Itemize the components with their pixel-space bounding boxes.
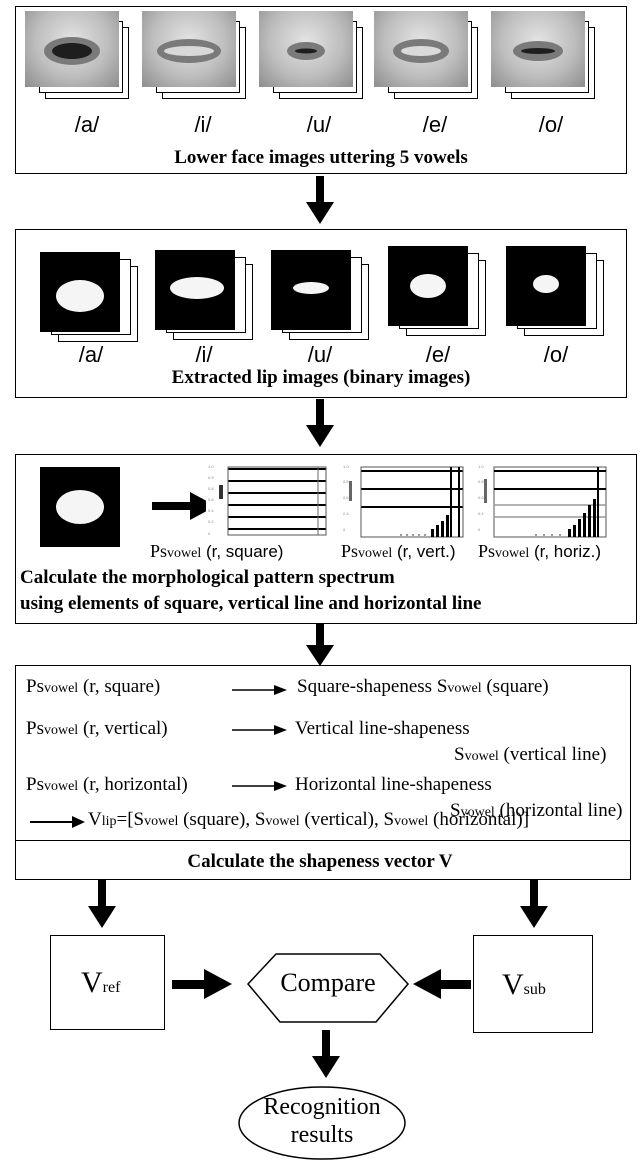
shapeness-row-vertical-value: Svowel (vertical line) (454, 744, 607, 765)
down-arrow-icon (306, 623, 334, 666)
panel3-caption-line2: using elements of square, vertical line … (20, 593, 482, 614)
panel2-caption: Extracted lip images (binary images) (171, 367, 471, 388)
vowel-label-a: /a/ (74, 112, 100, 137)
shapeness-row-square-left: Psvowel (r, square) (26, 676, 161, 697)
vref-label: Vref (81, 966, 121, 999)
vowel-label-u: /u/ (306, 112, 332, 137)
svg-text:0.4: 0.4 (208, 508, 214, 513)
vowel-label-o: /o/ (538, 112, 564, 137)
svg-text:0.4: 0.4 (478, 511, 484, 516)
shapeness-row-vertical-right: Vertical line-shapeness (295, 718, 470, 739)
binary-vowel-label-o: /o/ (543, 342, 569, 367)
svg-text:0.6: 0.6 (343, 495, 349, 500)
shapeness-row-vertical-left: Psvowel (r, vertical) (26, 718, 168, 739)
vowel-label-i: /i/ (194, 112, 212, 137)
svg-text:0.6: 0.6 (208, 497, 214, 502)
binary-image-stack-a (40, 252, 150, 346)
binary-lip-sample (40, 467, 120, 547)
binary-image-stack-u (271, 250, 381, 344)
left-arrow-icon (413, 969, 471, 999)
svg-text:0.4: 0.4 (343, 511, 349, 516)
svg-text:0.6: 0.6 (478, 495, 484, 500)
down-arrow-icon (312, 1030, 340, 1078)
vsub-box: Vsub (473, 935, 593, 1033)
right-arrow-icon (232, 685, 287, 695)
svg-text:0: 0 (478, 527, 481, 532)
svg-text:0.9: 0.9 (208, 475, 214, 480)
face-image-stack-i (142, 11, 252, 105)
spectrum-label-square: Psvowel (r, square) (150, 541, 284, 561)
spectrum-chart-horizontal: 1.0 0.8 0.6 0.4 0 (476, 459, 611, 547)
vowel-label-e: /e/ (422, 112, 448, 137)
shapeness-vector-formula: Vlip=[Svowel (square), Svowel (vertical)… (88, 809, 530, 830)
binary-images-panel: /a/ /i/ /u/ /e/ /o/ Extracted lip images… (15, 229, 627, 398)
face-photo-u (259, 11, 353, 87)
svg-text:1.0: 1.0 (478, 464, 484, 469)
svg-text:0: 0 (343, 527, 346, 532)
face-images-panel: /a/ /i/ /u/ /e/ /o/ Lower face images ut… (15, 6, 627, 174)
pattern-spectrum-panel: 1.0 0.9 0.8 0.6 0.4 0.2 0 1.0 0.8 0.6 0.4 0 (15, 454, 637, 624)
vsub-label: Vsub (502, 968, 546, 1001)
down-arrow-icon (306, 399, 334, 447)
spectrum-label-vertical: Psvowel (r, vert.) (341, 541, 456, 561)
shapeness-row-horizontal-value: Svowel (horizontal line) (450, 800, 623, 821)
binary-lip-e (388, 246, 468, 326)
down-arrow-icon (520, 880, 548, 928)
spectrum-chart-vertical: 1.0 0.8 0.6 0.4 0 (341, 459, 471, 547)
results-label-line1: Recognition (263, 1094, 381, 1120)
face-photo-e (374, 11, 468, 87)
svg-text:0.8: 0.8 (208, 486, 214, 491)
right-arrow-icon (30, 816, 85, 828)
svg-text:1.0: 1.0 (208, 464, 214, 469)
svg-text:0.2: 0.2 (208, 519, 214, 524)
face-photo-a (25, 11, 119, 87)
down-arrow-icon (306, 176, 334, 224)
results-label-line2: results (290, 1122, 354, 1148)
binary-lip-o (506, 246, 586, 326)
binary-vowel-label-i: /i/ (195, 342, 213, 367)
svg-text:1.0: 1.0 (343, 464, 349, 469)
face-photo-o (491, 11, 585, 87)
face-image-stack-e (374, 11, 484, 105)
down-arrow-icon (88, 880, 116, 928)
right-arrow-icon (152, 492, 216, 520)
compare-label: Compare (280, 968, 376, 997)
spectrum-chart-square: 1.0 0.9 0.8 0.6 0.4 0.2 0 (206, 459, 336, 547)
binary-vowel-label-u: /u/ (307, 342, 333, 367)
right-arrow-icon (232, 725, 287, 735)
svg-text:0: 0 (208, 531, 211, 536)
shapeness-panel: Psvowel (r, square) Square-shapeness Svo… (15, 665, 631, 841)
face-image-stack-u (259, 11, 369, 105)
shapeness-row-horizontal-left: Psvowel (r, horizontal) (26, 774, 188, 795)
binary-vowel-label-e: /e/ (425, 342, 451, 367)
binary-lip-i (155, 250, 235, 330)
binary-image-stack-e (388, 246, 498, 340)
binary-lip-u (271, 250, 351, 330)
binary-vowel-label-a: /a/ (78, 342, 104, 367)
panel1-caption: Lower face images uttering 5 vowels (174, 147, 468, 168)
spectrum-label-horizontal: Psvowel (r, horiz.) (478, 541, 602, 561)
results-ellipse (238, 1086, 406, 1160)
compare-pentagon (246, 953, 410, 1023)
binary-image-stack-i (155, 250, 265, 344)
panel4-caption: Calculate the shapeness vector V (187, 851, 453, 872)
vref-box: Vref (50, 935, 165, 1030)
face-image-stack-a (25, 11, 135, 105)
right-arrow-icon (232, 781, 287, 791)
right-arrow-icon (172, 969, 232, 999)
binary-image-stack-o (506, 246, 616, 340)
panel3-caption-line1: Calculate the morphological pattern spec… (20, 567, 395, 588)
shapeness-row-horizontal-right: Horizontal line-shapeness (295, 774, 492, 795)
shapeness-row-square-right: Square-shapeness Svowel (square) (297, 676, 549, 697)
face-image-stack-o (491, 11, 601, 105)
svg-text:0.8: 0.8 (343, 479, 349, 484)
svg-text:0.8: 0.8 (478, 479, 484, 484)
face-photo-i (142, 11, 236, 87)
shapeness-panel-extension (15, 840, 631, 880)
binary-lip-a (40, 252, 120, 332)
